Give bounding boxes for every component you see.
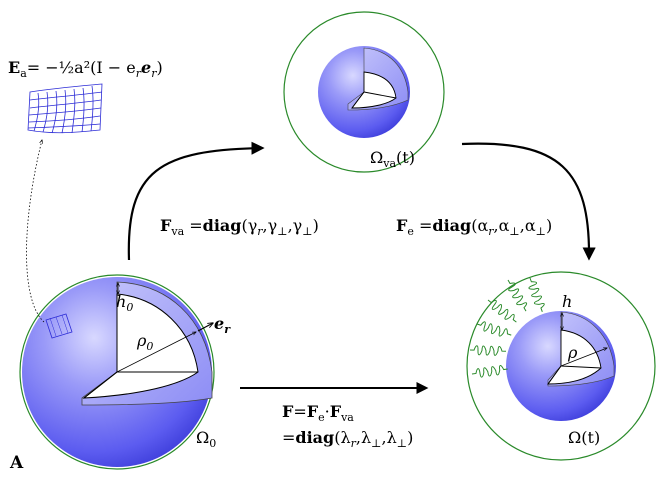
Fe-equation: Fe =diag(αr,α⊥,α⊥)	[396, 216, 553, 238]
current-membrane	[466, 271, 656, 461]
rho-arrow	[560, 348, 607, 367]
strain-equation: Ea= −½a²(I − erer)	[8, 58, 163, 80]
strain-rhs: = −½a²(I − e	[26, 58, 136, 77]
er-arrow	[197, 323, 213, 332]
F-total-line1: F=Fe·Fva	[282, 402, 354, 424]
reference-state-label: Ω0	[196, 428, 217, 450]
F-total-line2: =diag(λr,λ⊥,λ⊥)	[282, 428, 414, 450]
Fva-equation: Fva =diag(γr,γ⊥,γ⊥)	[160, 216, 319, 238]
arrow-reference-to-virtual	[127, 141, 265, 261]
rho0-label: ρ0	[137, 331, 154, 353]
current-state-label: Ω(t)	[568, 428, 601, 447]
panel-label: A	[10, 453, 24, 473]
strain-e2: e	[141, 58, 152, 77]
zoom-connector	[26, 140, 45, 323]
strain-grid	[27, 83, 103, 134]
h-label: h	[562, 292, 573, 311]
strain-r1: r	[135, 67, 141, 80]
h0-label: h0	[116, 292, 134, 314]
rho-label: ρ	[568, 343, 578, 362]
strain-subscript: a	[20, 67, 27, 80]
strain-r2: r	[151, 67, 157, 80]
surface-element	[45, 313, 73, 339]
strain-close: )	[156, 58, 163, 77]
reference-sphere	[19, 274, 215, 470]
virtual-membrane	[283, 11, 445, 173]
rho0-arrow	[116, 332, 196, 373]
virtual-state-label: Ωva(t)	[370, 148, 415, 170]
arrow-virtual-to-current	[461, 142, 596, 261]
virtual-sphere	[283, 11, 445, 173]
er-label: er	[214, 314, 230, 336]
reference-membrane	[19, 274, 215, 470]
current-sphere	[466, 271, 656, 461]
strain-symbol: E	[8, 58, 21, 77]
